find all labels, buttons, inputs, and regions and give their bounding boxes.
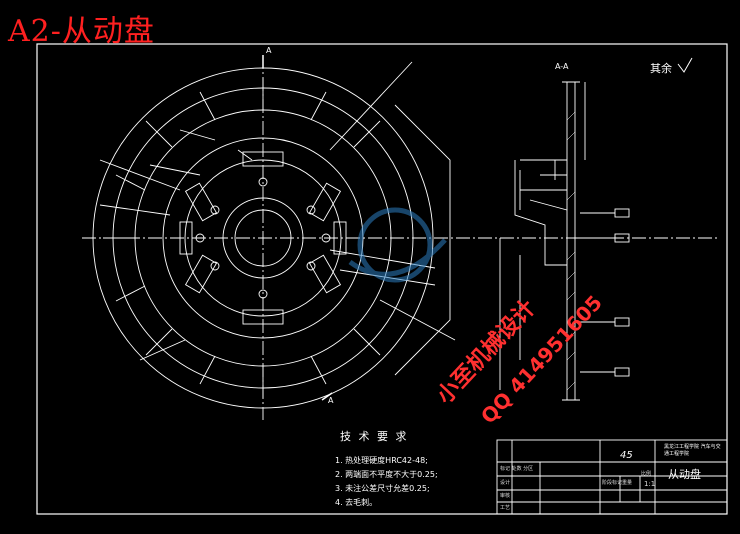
- hub-body: [514, 160, 567, 266]
- tech-note-1: 1. 热处理硬度HRC42-48;: [335, 456, 428, 465]
- school-cell: 黑龙江工程学院 汽车与交通工程学院: [664, 444, 721, 457]
- hub-profile: [520, 159, 568, 211]
- tb-col-3: 比例: [641, 471, 652, 477]
- roughness-symbol: [677, 57, 693, 73]
- tech-note-2: 2. 两端面不平度不大于0.25;: [335, 470, 438, 479]
- tech-note-4: 4. 去毛刺。: [335, 498, 378, 507]
- tb-row-2: 设计: [500, 480, 511, 486]
- watermark-logo: [348, 207, 447, 283]
- front-view: [82, 55, 720, 420]
- sheet-title: A2-从动盘: [8, 14, 155, 49]
- tb-row-1: 标记 处数 分区: [500, 466, 534, 472]
- tb-row-3: 审核: [500, 493, 511, 499]
- scale-cell: 1:1: [644, 480, 656, 488]
- section-hatching: [566, 111, 576, 391]
- roughness-note: 其余: [650, 62, 672, 75]
- tb-row-4: 工艺: [500, 505, 511, 511]
- drawing-frame: [36, 43, 728, 515]
- spring-windows: [179, 151, 347, 325]
- rivet-holes: [195, 177, 331, 299]
- tech-requirements-title: 技 术 要 求: [340, 430, 409, 443]
- section-label: A-A: [555, 62, 569, 71]
- section-view: [499, 81, 630, 401]
- part-name-cell: 从动盘: [668, 468, 701, 481]
- title-block: [496, 439, 728, 515]
- section-mark-bottom: A: [328, 396, 334, 405]
- tb-col-2: 重量: [622, 480, 633, 486]
- tech-note-3: 3. 未注公差尺寸允差0.25;: [335, 484, 430, 493]
- radial-slots: [103, 78, 381, 398]
- tb-col-1: 阶段标记: [602, 480, 623, 486]
- section-cut-outline: [394, 104, 451, 376]
- section-dimensions: [499, 82, 630, 390]
- material-cell: 45: [620, 450, 633, 461]
- section-mark-top: A: [266, 46, 272, 55]
